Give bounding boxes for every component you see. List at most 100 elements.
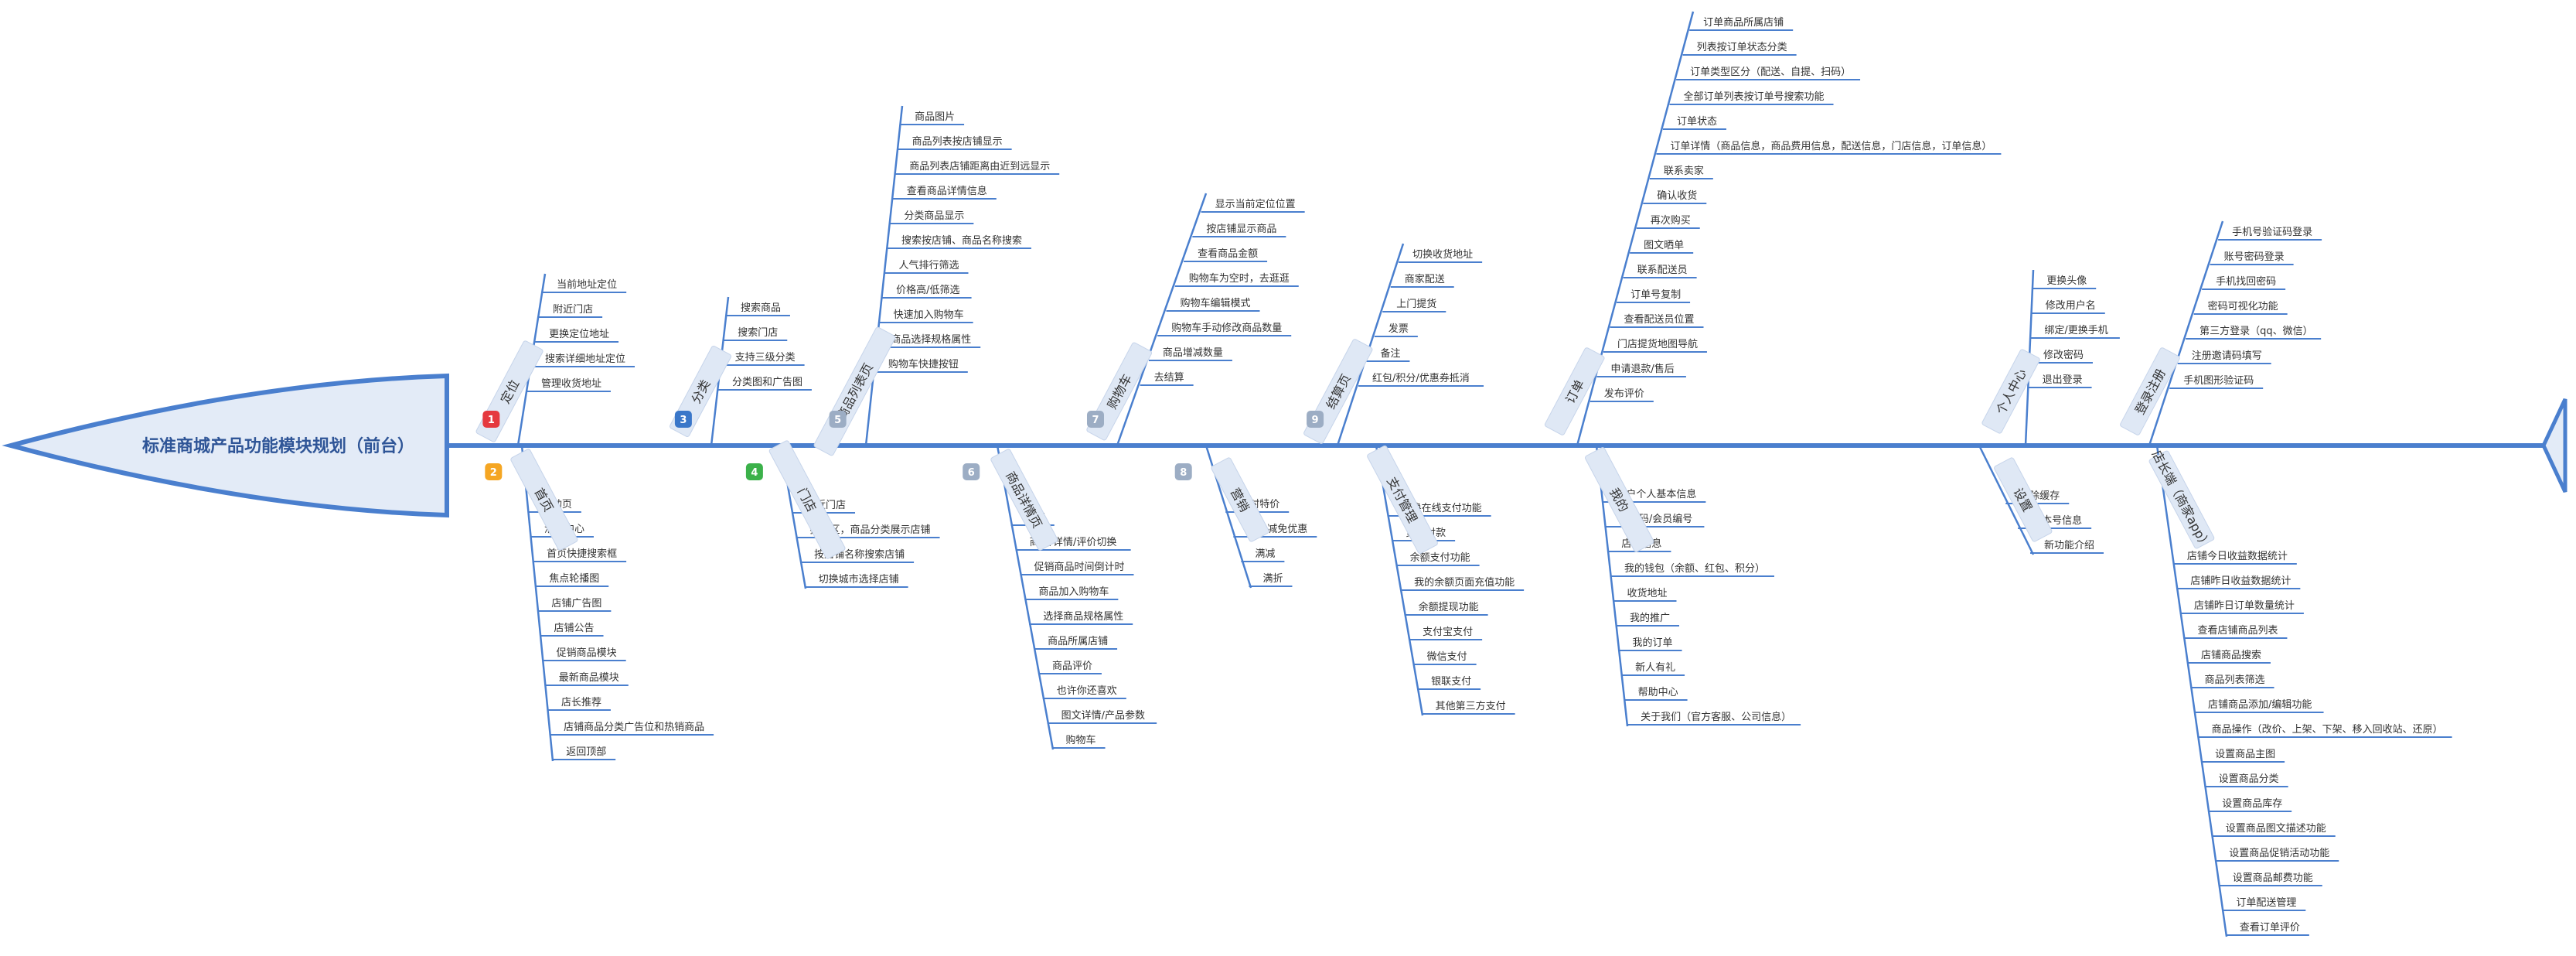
branch-bone [864,105,904,446]
leaf-item: 店铺商品搜索 [2186,650,2271,664]
diagram-title: 标准商城产品功能模块规划（前台） [142,436,414,456]
branch-11: 订单商品所属店铺列表按订单状态分类订单类型区分（配送、自提、扫码）全部订单列表按… [1544,11,2002,446]
leaf-label: 购物车手动修改商品数量 [1171,322,1282,334]
leaf-item: 订单商品所属店铺 [1689,17,1794,31]
leaf-label: 手机号验证码登录 [2232,226,2312,238]
branch-bone [1978,445,2035,555]
leaf-item: 我的订单 [1618,637,1682,651]
branch-number-badge: 8 [1174,463,1192,480]
branch-bone [2155,445,2228,937]
leaf-item: 全部订单列表按订单号搜索功能 [1669,90,1834,105]
leaf-item: 当前地址定位 [543,278,627,293]
leaf-item: 商品列表店铺距离由近到远显示 [895,160,1060,175]
leaf-label: 其他第三方支付 [1436,700,1506,712]
badge-number: 9 [1312,415,1319,426]
leaf-label: 搜索门店 [738,327,778,339]
category-tab-bg [1367,445,1438,555]
leaf-item: 购物车编辑模式 [1166,297,1260,312]
leaf-label: 商品图片 [915,111,955,123]
leaf-label: 满减 [1255,548,1275,560]
leaf-item: 商品列表筛选 [2190,674,2274,688]
leaf-item: 红包/积分/优惠券抵消 [1358,372,1484,387]
leaf-item: 设置商品主图 [2201,749,2285,763]
leaf-label: 密码可视化功能 [2208,300,2278,312]
leaf-label: 修改密码 [2043,349,2084,361]
leaf-label: 管理收货地址 [541,377,601,390]
leaf-label: 申请退款/售后 [1610,363,1674,375]
leaf-label: 订单状态 [1677,116,1717,128]
leaf-item: 搜索详细地址定位 [531,353,635,367]
badge-number: 7 [1092,415,1099,426]
leaf-item: 商品操作（改价、上架、下架、移入回收站、还原） [2197,723,2452,738]
leaf-label: 按店铺显示商品 [1206,224,1276,235]
leaf-label: 促销商品时间倒计时 [1034,562,1124,573]
category-tab: 门店 [768,440,846,559]
leaf-item: 店铺商品分类广告位和热销商品 [550,722,714,736]
leaf-label: 商品增减数量 [1163,347,1223,359]
leaf-item: 商品选择规格属性 [877,333,981,348]
leaf-item: 管理收货地址 [526,377,611,392]
leaf-item: 微信支付 [1412,651,1477,665]
leaf-label: 查看商品详情信息 [907,185,987,197]
branch-bone [1595,445,1629,727]
leaf-item: 店铺今日收益数据统计 [2172,550,2297,565]
leaf-item: 列表按订单状态分类 [1682,42,1797,56]
leaf-label: 首页快捷搜索框 [547,548,617,560]
branch-bone [1336,243,1405,446]
leaf-item: 店铺公告 [540,623,604,637]
leaf-item: 新人有礼 [1621,661,1685,676]
leaf-label: 附近门店 [553,304,593,316]
leaf-label: 显示当前定位位置 [1215,198,1296,210]
leaf-label: 收货地址 [1627,587,1667,599]
leaf-item: 分类图和广告图 [717,377,812,391]
leaf-item: 设置商品图文描述功能 [2211,823,2336,837]
leaf-label: 支持三级分类 [735,352,796,364]
leaf-label: 当前地址定位 [557,278,617,291]
leaf-label: 设置商品促销活动功能 [2229,848,2329,859]
leaf-item: 店铺昨日订单数量统计 [2179,600,2304,614]
leaf-label: 订单配送管理 [2236,897,2296,909]
leaf-label: 图文晒单 [1644,240,1684,251]
leaf-label: 查看商品金额 [1198,248,1258,260]
leaf-label: 退出登录 [2043,374,2083,386]
leaf-label: 修改用户名 [2046,299,2096,312]
leaf-label: 支付宝支付 [1423,627,1473,638]
branch-bone [1375,445,1424,716]
leaf-label: 商品列表筛选 [2205,674,2265,686]
leaf-label: 新人有礼 [1635,661,1675,674]
badge-number: 5 [834,415,841,426]
leaf-item: 店长推荐 [547,697,611,711]
category-tab-bg [2120,347,2180,435]
leaf-label: 余额提现功能 [1419,601,1479,613]
leaf-label: 发布评价 [1604,388,1644,400]
leaf-label: 我的余额页面充值功能 [1414,576,1515,589]
category-tab-bg [2148,450,2215,549]
leaf-item: 商品评价 [1038,661,1102,674]
category-tab-bg [1585,447,1654,552]
leaf-item: 手机找回密码 [2202,275,2286,290]
badge-number: 3 [680,415,687,426]
category-tab: 结算页 [1303,339,1373,444]
leaf-label: 图文详情/产品参数 [1061,709,1145,722]
branch-5: 商品图片商品列表按店铺显示商品列表店铺距离由近到远显示查看商品详情信息分类商品显… [813,105,1060,456]
leaf-label: 店铺广告图 [551,598,601,609]
leaf-item: 设置商品促销活动功能 [2215,848,2339,862]
leaf-label: 购物车编辑模式 [1180,297,1250,309]
leaf-label: 备注 [1380,347,1400,360]
branch-number-badge: 7 [1086,411,1104,428]
leaf-item: 订单号复制 [1617,289,1691,303]
leaf-item: 附近门店 [539,304,603,318]
leaf-item: 申请退款/售后 [1596,363,1686,377]
leaf-item: 商品加入购物车 [1024,586,1119,600]
leaf-label: 绑定/更换手机 [2044,325,2107,336]
leaf-label: 搜索商品 [741,302,781,314]
leaf-item: 店铺商品添加/编辑功能 [2194,699,2324,713]
leaf-label: 我的订单 [1633,637,1673,649]
leaf-item: 返回顶部 [552,746,616,760]
leaf-label: 设置商品邮费功能 [2233,872,2313,884]
